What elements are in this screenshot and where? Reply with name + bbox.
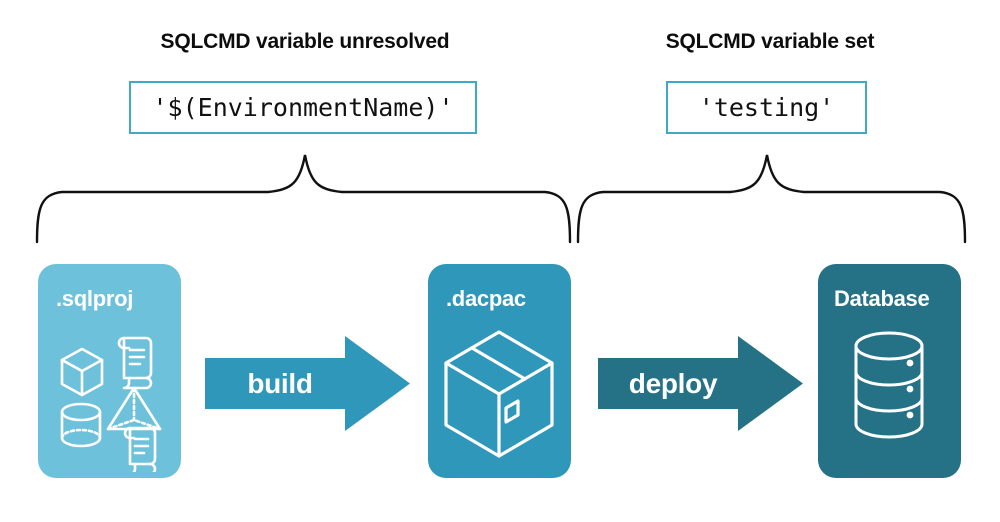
arrow-build-shape (205, 336, 410, 431)
arrow-deploy-shape (598, 336, 803, 431)
code-box-testing: 'testing' (666, 81, 867, 134)
arrow-deploy: deploy (598, 336, 803, 431)
schema-objects-icon (60, 336, 162, 472)
arrow-build: build (205, 336, 410, 431)
node-label-dacpac: .dacpac (446, 286, 526, 311)
arrow-deploy-label: deploy (628, 367, 718, 399)
node-card-database: Database (818, 264, 961, 478)
heading-sqlcmd-unresolved: SQLCMD variable unresolved (160, 30, 450, 53)
node-card-dacpac: .dacpac (428, 264, 571, 478)
heading-sqlcmd-set: SQLCMD variable set (665, 30, 875, 53)
node-label-sqlproj: .sqlproj (56, 286, 134, 311)
right-brace-icon (576, 154, 967, 244)
brace-group (35, 154, 967, 244)
database-cylinder-icon (854, 331, 924, 439)
code-box-environment-name: '$(EnvironmentName)' (129, 81, 477, 134)
node-label-database: Database (834, 286, 930, 311)
node-card-sqlproj: .sqlproj (38, 264, 181, 478)
package-box-icon (444, 330, 554, 458)
arrow-build-label: build (247, 367, 313, 399)
left-brace-icon (35, 154, 572, 244)
